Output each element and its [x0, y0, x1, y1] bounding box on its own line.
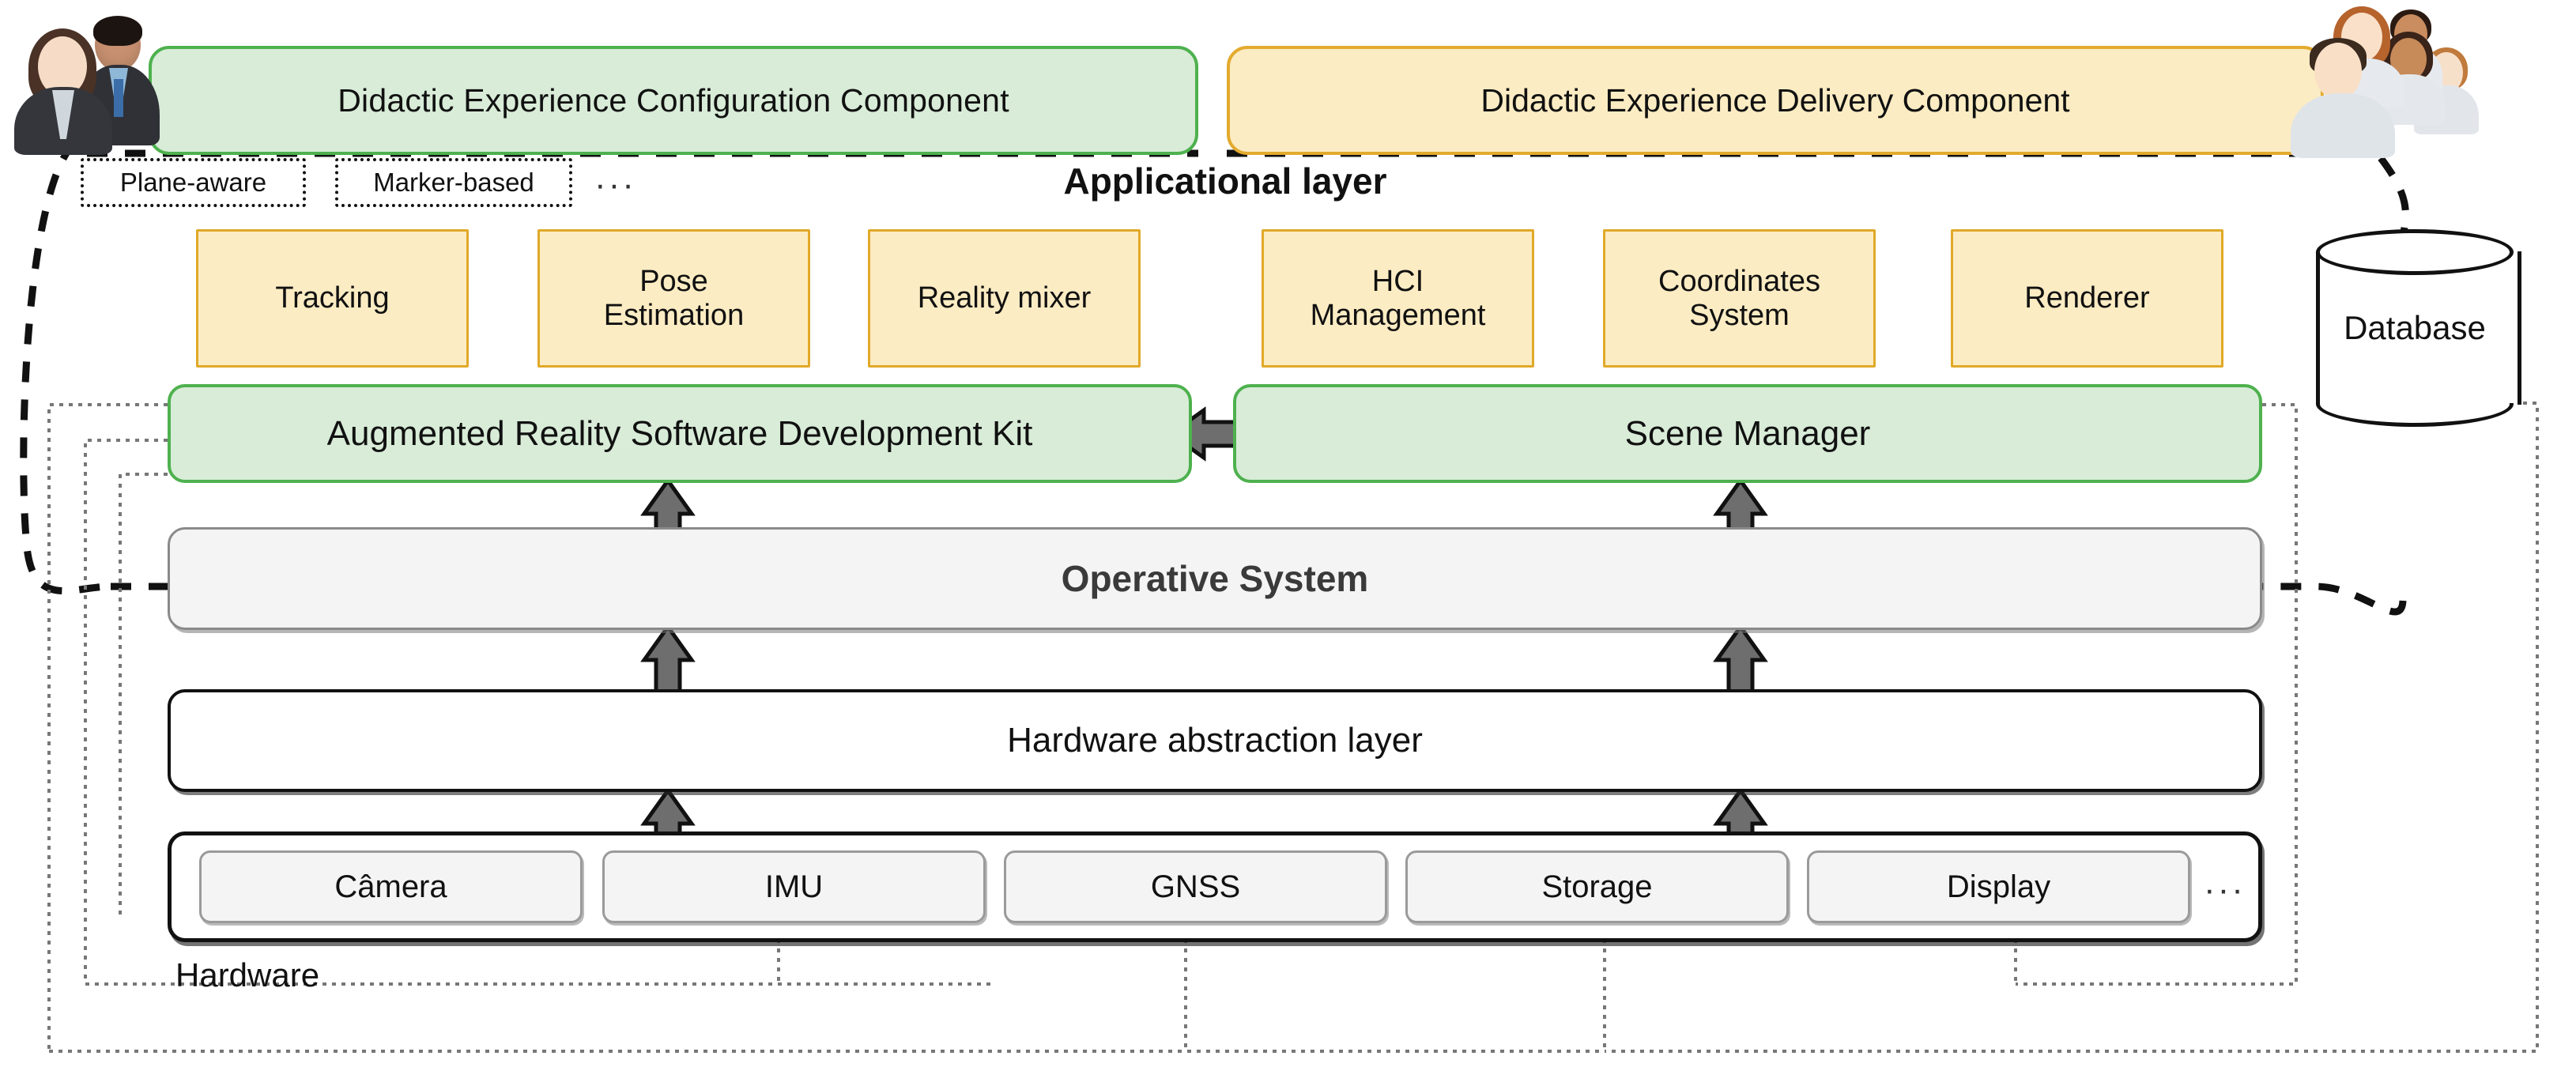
hardware-caption: Hardware: [175, 956, 319, 994]
tag-more-ellipsis: ···: [594, 165, 636, 204]
scene-manager-bar[interactable]: Scene Manager: [1233, 384, 2262, 483]
didactic-experience-configuration-component[interactable]: Didactic Experience Configuration Compon…: [149, 46, 1198, 155]
tag-marker-based[interactable]: Marker-based: [335, 158, 572, 207]
device-display-label: Display: [1946, 869, 2051, 904]
hardware-device-imu[interactable]: IMU: [602, 850, 986, 923]
module-reality-mixer-label: Reality mixer: [917, 281, 1092, 315]
avatar-hair: [93, 16, 142, 46]
hardware-device-gnss[interactable]: GNSS: [1004, 850, 1387, 923]
module-renderer[interactable]: Renderer: [1951, 229, 2223, 368]
tag-marker-based-label: Marker-based: [373, 168, 534, 197]
operative-system-layer[interactable]: Operative System: [168, 527, 2262, 630]
ar-sdk-bar[interactable]: Augmented Reality Software Development K…: [168, 384, 1192, 483]
hardware-more-ellipsis: ···: [2204, 870, 2246, 909]
database-cylinder[interactable]: Database: [2316, 229, 2521, 427]
module-reality-mixer[interactable]: Reality mixer: [868, 229, 1141, 368]
avatar-body: [2291, 93, 2395, 158]
database-top-ellipse: [2316, 229, 2514, 275]
module-hci-management-label: HCI Management: [1310, 264, 1486, 332]
avatar-head: [2314, 43, 2362, 100]
database-body: [2316, 251, 2521, 405]
tag-plane-aware[interactable]: Plane-aware: [81, 158, 306, 207]
teachers-avatar-group: [8, 5, 166, 155]
scene-manager-label: Scene Manager: [1624, 413, 1871, 453]
hardware-abstraction-label: Hardware abstraction layer: [1007, 721, 1423, 760]
module-hci-management[interactable]: HCI Management: [1262, 229, 1534, 368]
avatar-student-front: [2291, 38, 2395, 158]
module-tracking[interactable]: Tracking: [196, 229, 469, 368]
module-coordinates-system-label: Coordinates System: [1658, 264, 1820, 332]
hardware-abstraction-layer[interactable]: Hardware abstraction layer: [168, 689, 2262, 792]
module-pose-estimation[interactable]: Pose Estimation: [537, 229, 810, 368]
operative-system-label: Operative System: [1061, 558, 1369, 599]
avatar-student-2: [2373, 32, 2446, 125]
tag-plane-aware-label: Plane-aware: [119, 168, 267, 197]
delivery-component-label: Didactic Experience Delivery Component: [1480, 81, 2070, 119]
module-tracking-label: Tracking: [275, 281, 390, 315]
applicational-layer-caption: Applicational layer: [1012, 160, 1439, 202]
device-storage-label: Storage: [1541, 869, 1653, 904]
configuration-component-label: Didactic Experience Configuration Compon…: [338, 81, 1009, 119]
avatar-tie: [114, 79, 123, 117]
ar-sdk-label: Augmented Reality Software Development K…: [326, 413, 1033, 453]
device-imu-label: IMU: [764, 869, 824, 904]
didactic-experience-delivery-component[interactable]: Didactic Experience Delivery Component: [1227, 46, 2324, 155]
hardware-device-storage[interactable]: Storage: [1405, 850, 1789, 923]
hardware-caption-text: Hardware: [175, 956, 320, 994]
avatar-head: [38, 36, 87, 96]
device-gnss-label: GNSS: [1150, 869, 1241, 904]
hardware-device-camera[interactable]: Câmera: [199, 850, 583, 923]
device-camera-label: Câmera: [334, 869, 447, 904]
avatar-female-front: [14, 28, 112, 155]
students-avatar-group: [2278, 3, 2491, 161]
applicational-layer-text: Applicational layer: [1063, 160, 1387, 202]
module-pose-estimation-label: Pose Estimation: [603, 264, 745, 332]
database-label: Database: [2344, 309, 2486, 346]
module-coordinates-system[interactable]: Coordinates System: [1603, 229, 1876, 368]
module-renderer-label: Renderer: [2024, 281, 2150, 315]
hardware-device-display[interactable]: Display: [1807, 850, 2190, 923]
